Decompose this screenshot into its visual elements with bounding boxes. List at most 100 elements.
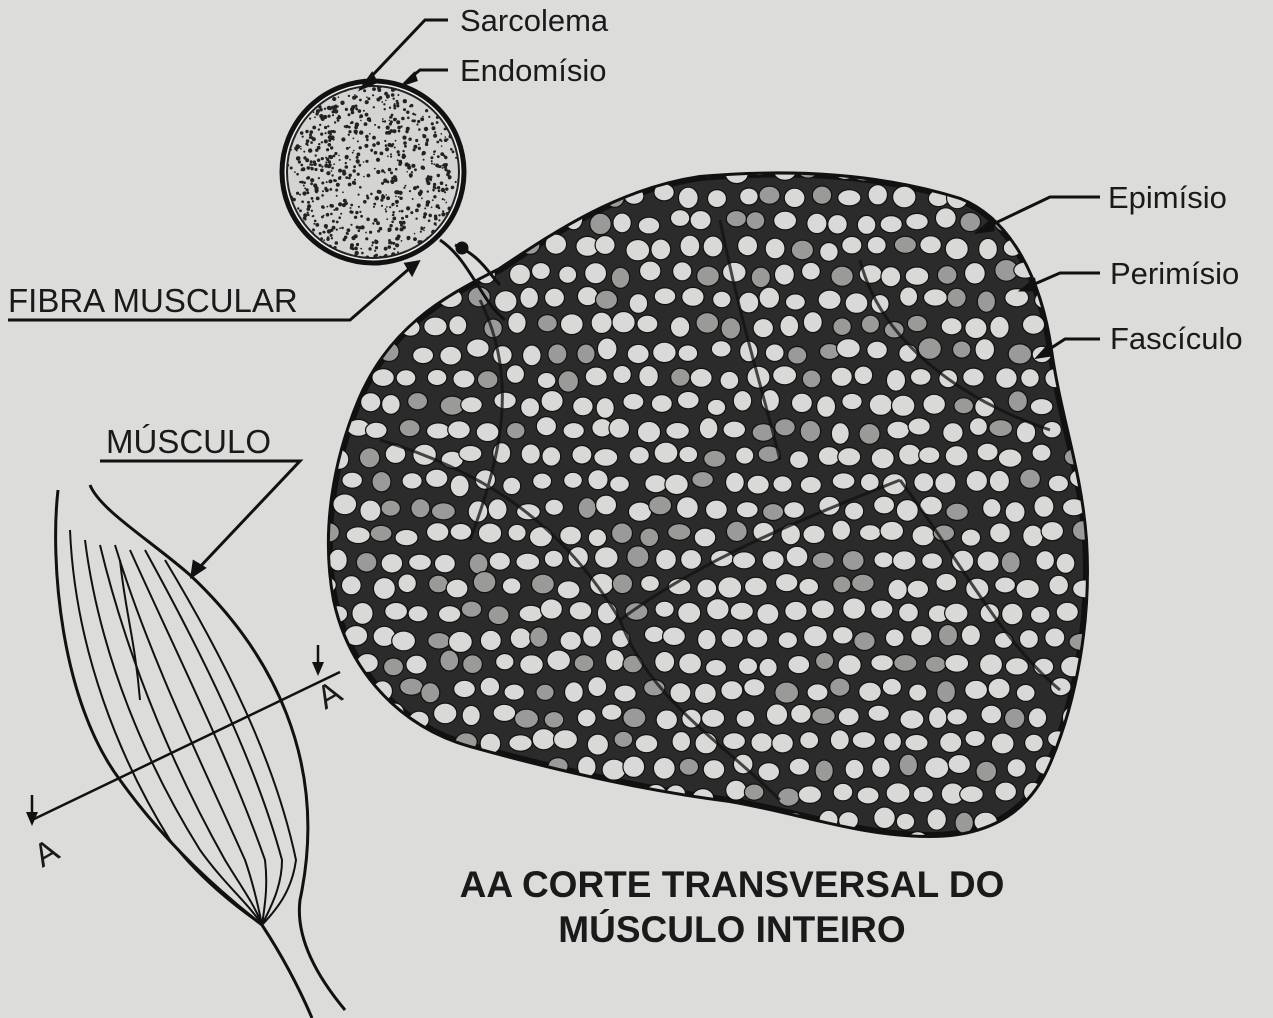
fascicle-cell bbox=[1040, 781, 1062, 800]
stipple-dot bbox=[357, 173, 360, 176]
fascicle-cell bbox=[909, 165, 928, 181]
stipple-dot bbox=[394, 147, 396, 149]
fascicle-cell bbox=[784, 188, 805, 207]
fascicle-cell bbox=[838, 708, 859, 726]
stipple-dot bbox=[413, 186, 417, 190]
stipple-dot bbox=[376, 221, 380, 225]
fascicle-cell bbox=[785, 294, 805, 310]
stipple-dot bbox=[324, 126, 327, 129]
stipple-dot bbox=[423, 215, 426, 218]
stipple-dot bbox=[286, 231, 289, 234]
fascicle-cell bbox=[704, 450, 726, 467]
stipple-dot bbox=[440, 91, 442, 93]
fascicle-cell bbox=[1085, 498, 1108, 516]
fascicle-cell bbox=[520, 287, 539, 308]
fascicle-cell bbox=[719, 836, 737, 853]
caption-line-1: AA CORTE TRANSVERSAL DO bbox=[382, 862, 1082, 907]
fascicle-cell bbox=[800, 732, 819, 749]
stipple-dot bbox=[453, 87, 456, 90]
stipple-dot bbox=[456, 218, 460, 222]
fascicle-cell bbox=[461, 397, 483, 413]
stipple-dot bbox=[305, 142, 308, 145]
stipple-dot bbox=[363, 200, 367, 204]
fascicle-cell bbox=[697, 579, 717, 598]
fascicle-cell bbox=[358, 709, 376, 730]
fascicle-cell bbox=[372, 369, 394, 387]
fascicle-cell bbox=[655, 601, 674, 617]
stipple-dot bbox=[308, 253, 310, 255]
fascicle-cell bbox=[726, 780, 747, 800]
stipple-dot bbox=[435, 187, 437, 189]
fascicle-cell bbox=[757, 604, 779, 625]
fascicle-cell bbox=[510, 264, 531, 285]
fascicle-cell bbox=[534, 840, 552, 858]
stipple-dot bbox=[378, 88, 382, 92]
fascicle-cell bbox=[1005, 502, 1025, 523]
fascicle-cell bbox=[697, 266, 720, 286]
fascicle-cell bbox=[570, 814, 590, 830]
fascicle-cell bbox=[871, 448, 894, 469]
fascicle-cell bbox=[560, 526, 582, 545]
stipple-dot bbox=[413, 237, 417, 241]
stipple-dot bbox=[382, 120, 384, 122]
stipple-dot bbox=[374, 151, 378, 155]
stipple-dot bbox=[405, 215, 408, 218]
fascicle-cell bbox=[395, 529, 418, 545]
fascicle-cell bbox=[815, 760, 833, 782]
stipple-dot bbox=[345, 165, 349, 169]
fascicle-cell bbox=[1086, 812, 1104, 831]
fascicle-cell bbox=[563, 423, 584, 439]
stipple-dot bbox=[318, 164, 321, 167]
fascicle-cell bbox=[374, 786, 398, 803]
fascicle-cell bbox=[975, 339, 995, 361]
stipple-dot bbox=[415, 218, 417, 220]
fascicle-cell bbox=[381, 554, 403, 574]
stipple-dot bbox=[330, 234, 333, 237]
fascicle-cell bbox=[874, 807, 896, 829]
fascicle-cell bbox=[653, 342, 677, 362]
stipple-dot bbox=[326, 171, 330, 175]
fascicle-cell bbox=[317, 633, 341, 650]
stipple-dot bbox=[384, 92, 388, 96]
fascicle-cell bbox=[991, 157, 1011, 178]
fascicle-cell bbox=[614, 731, 633, 747]
fascicle-cell bbox=[421, 683, 440, 703]
fascicle-cell bbox=[577, 287, 598, 306]
stipple-dot bbox=[350, 224, 352, 226]
stipple-dot bbox=[406, 206, 410, 210]
stipple-dot bbox=[357, 153, 361, 157]
fascicle-cell bbox=[529, 210, 550, 230]
stipple-dot bbox=[407, 237, 410, 240]
fascicle-cell bbox=[314, 788, 334, 808]
fascicle-cell bbox=[402, 473, 422, 489]
stipple-dot bbox=[300, 146, 302, 148]
fascicle-cell bbox=[639, 366, 659, 387]
fascicle-cell bbox=[799, 578, 819, 595]
fascicle-cell bbox=[656, 549, 677, 570]
stipple-dot bbox=[431, 122, 434, 125]
fascicle-cell bbox=[736, 710, 755, 727]
stipple-dot bbox=[348, 113, 351, 116]
fascicle-cell bbox=[493, 704, 516, 721]
fascicle-cell bbox=[602, 704, 622, 720]
fascicle-cell bbox=[565, 682, 584, 703]
stipple-dot bbox=[372, 136, 376, 140]
stipple-dot bbox=[389, 206, 391, 208]
stipple-dot bbox=[336, 221, 339, 224]
stipple-dot bbox=[391, 181, 394, 184]
fascicle-cell bbox=[610, 156, 630, 176]
fascicle-cell bbox=[678, 602, 701, 623]
fascicle-cell bbox=[476, 423, 499, 442]
stipple-dot bbox=[418, 191, 422, 195]
stipple-dot bbox=[301, 200, 304, 203]
stipple-dot bbox=[352, 248, 355, 251]
stipple-dot bbox=[289, 223, 293, 227]
fascicle-cell bbox=[998, 449, 1022, 467]
stipple-dot bbox=[316, 197, 320, 201]
stipple-dot bbox=[297, 207, 299, 209]
fascicle-cell bbox=[585, 263, 607, 284]
stipple-dot bbox=[293, 113, 297, 117]
fascicle-cell bbox=[830, 730, 849, 750]
stipple-dot bbox=[381, 101, 383, 103]
fascicle-cell bbox=[427, 369, 447, 385]
